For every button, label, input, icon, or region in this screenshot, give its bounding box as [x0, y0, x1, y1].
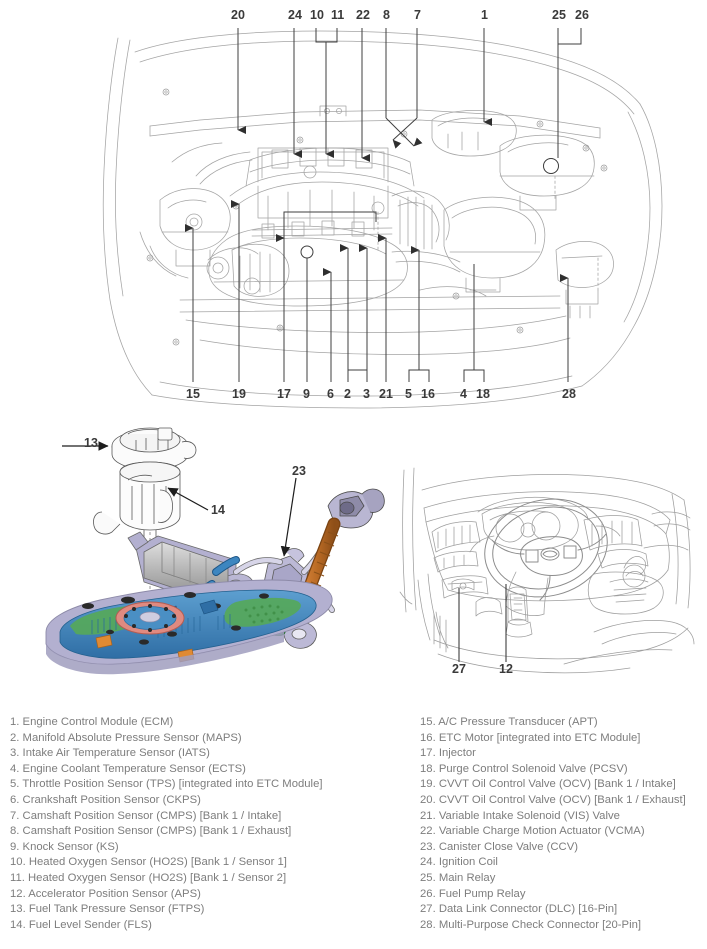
callout-8: 8	[383, 8, 390, 22]
callout-19: 19	[232, 387, 246, 401]
callout-17: 17	[277, 387, 291, 401]
component-legend: 1. Engine Control Module (ECM) 2. Manifo…	[0, 705, 707, 949]
callout-3: 3	[363, 387, 370, 401]
callout-15: 15	[186, 387, 200, 401]
legend-item: 27. Data Link Connector (DLC) [16-Pin]	[420, 903, 618, 916]
legend-item: 28. Multi-Purpose Check Connector [20-Pi…	[420, 918, 642, 931]
legend-column-left: 1. Engine Control Module (ECM) 2. Manifo…	[10, 715, 400, 933]
dashboard-illustration	[399, 467, 695, 674]
legend-item: 22. Variable Charge Motion Actuator (VCM…	[420, 825, 645, 838]
callout-13: 13	[84, 436, 98, 450]
callout-23: 23	[292, 464, 306, 478]
callout-2: 2	[344, 387, 351, 401]
callout-25: 25	[552, 8, 566, 22]
callout-10: 10	[310, 8, 324, 22]
leader-25-26-target	[543, 158, 559, 174]
callout-18: 18	[476, 387, 490, 401]
legend-item: 13. Fuel Tank Pressure Sensor (FTPS)	[10, 903, 205, 916]
legend-item: 26. Fuel Pump Relay	[420, 887, 526, 900]
legend-item: 21. Variable Intake Solenoid (VIS) Valve	[420, 809, 620, 822]
leader-7-lower	[392, 117, 418, 149]
legend-item: 12. Accelerator Position Sensor (APS)	[10, 887, 201, 900]
legend-item: 5. Throttle Position Sensor (TPS) [integ…	[10, 778, 323, 791]
legend-item: 11. Heated Oxygen Sensor (HO2S) [Bank 1 …	[10, 871, 287, 884]
bracket-25-26	[557, 28, 582, 45]
legend-item: 25. Main Relay	[420, 871, 496, 884]
fuel-tank-body	[45, 579, 333, 675]
engine-bay-figure: 20 24 10 11 22 8 7 1 25 26 15 19 17 9 6 …	[0, 0, 707, 410]
bracket-17	[283, 211, 377, 222]
callout-22: 22	[356, 8, 370, 22]
bracket-10-11	[315, 28, 338, 43]
engine-bay-illustration	[102, 28, 663, 409]
callout-6: 6	[327, 387, 334, 401]
leader-lines-top	[237, 28, 582, 174]
bracket-5-16	[408, 369, 430, 382]
legend-item: 24. Ignition Coil	[420, 856, 498, 869]
callout-21: 21	[379, 387, 393, 401]
callout-7: 7	[414, 8, 421, 22]
callout-5: 5	[405, 387, 412, 401]
callout-12: 12	[499, 662, 513, 676]
callout-14: 14	[211, 503, 225, 517]
callout-11: 11	[331, 8, 345, 22]
legend-item: 6. Crankshaft Position Sensor (CKPS)	[10, 793, 201, 806]
leader-9-target	[300, 245, 314, 259]
legend-item: 2. Manifold Absolute Pressure Sensor (MA…	[10, 731, 242, 744]
bracket-2-3	[347, 369, 368, 382]
leader-lines-bottom	[185, 200, 569, 382]
legend-item: 16. ETC Motor [integrated into ETC Modul…	[420, 731, 641, 744]
legend-item: 3. Intake Air Temperature Sensor (IATS)	[10, 747, 210, 760]
fuel-pump-module	[93, 427, 197, 544]
legend-item: 19. CVVT Oil Control Valve (OCV) [Bank 1…	[420, 778, 676, 791]
pump-mount-ring	[115, 601, 185, 635]
callout-26: 26	[575, 8, 589, 22]
fuel-tank-leaders	[62, 441, 297, 557]
dashboard-figure: 27 12	[398, 462, 698, 690]
legend-item: 15. A/C Pressure Transducer (APT)	[420, 716, 598, 728]
legend-item: 10. Heated Oxygen Sensor (HO2S) [Bank 1 …	[10, 856, 287, 869]
callout-1: 1	[481, 8, 488, 22]
callout-16: 16	[421, 387, 435, 401]
legend-item: 18. Purge Control Solenoid Valve (PCSV)	[420, 762, 628, 775]
legend-item: 9. Knock Sensor (KS)	[10, 840, 119, 853]
legend-item: 17. Injector	[420, 747, 476, 760]
callout-9: 9	[303, 387, 310, 401]
bracket-4-18	[463, 369, 485, 382]
legend-column-right: 15. A/C Pressure Transducer (APT) 16. ET…	[420, 715, 707, 933]
callout-28: 28	[562, 387, 576, 401]
callout-20: 20	[231, 8, 245, 22]
leader-8-lower	[385, 117, 423, 147]
legend-item: 8. Camshaft Position Sensor (CMPS) [Bank…	[10, 825, 292, 838]
callout-27: 27	[452, 662, 466, 676]
legend-item: 23. Canister Close Valve (CCV)	[420, 840, 579, 853]
legend-item: 1. Engine Control Module (ECM)	[10, 716, 174, 728]
callout-4: 4	[460, 387, 467, 401]
legend-item: 7. Camshaft Position Sensor (CMPS) [Bank…	[10, 809, 282, 822]
legend-item: 4. Engine Coolant Temperature Sensor (EC…	[10, 762, 246, 775]
fuel-tank-figure: 13 14 23	[40, 420, 400, 690]
filler-neck-head	[327, 488, 385, 529]
leader-23	[280, 477, 297, 557]
legend-item: 14. Fuel Level Sender (FLS)	[10, 918, 152, 931]
dashboard-leaders	[458, 584, 507, 662]
legend-item: 20. CVVT Oil Control Valve (OCV) [Bank 1…	[420, 793, 686, 806]
callout-24: 24	[288, 8, 302, 22]
fuel-tank-illustration	[45, 427, 385, 675]
leader-14	[167, 487, 209, 511]
